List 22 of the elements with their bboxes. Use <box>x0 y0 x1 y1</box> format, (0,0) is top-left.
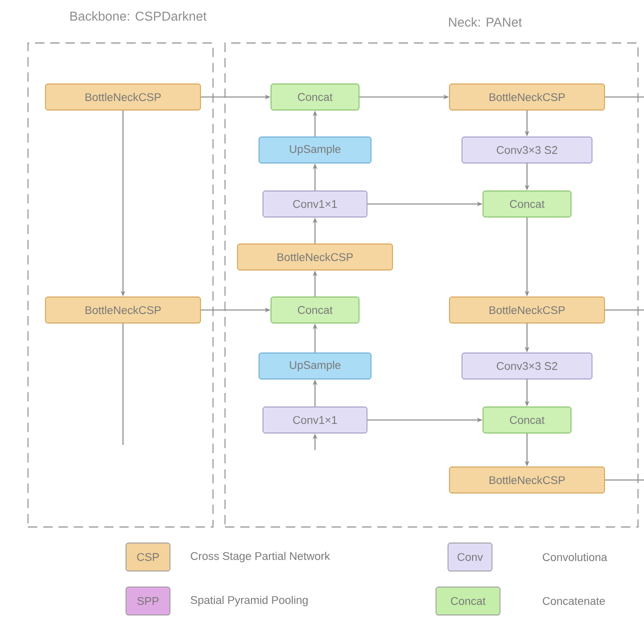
legend-text: Spatial Pyramid Pooling <box>190 596 308 606</box>
conv-block: Conv3×3 S2 <box>462 136 592 164</box>
csp-block: BottleNeckCSP <box>237 244 393 270</box>
csp-block: BottleNeckCSP <box>449 296 605 324</box>
legend-text: Convolutiona <box>542 552 608 562</box>
upsample-block: UpSample <box>258 352 372 380</box>
conv-block: Conv1×1 <box>262 406 368 434</box>
conv-block: Conv1×1 <box>262 190 368 218</box>
concat-block: Concat <box>270 84 360 110</box>
node-label: Backbone: CSPDarknet <box>70 11 207 21</box>
concat-block: Concat <box>482 406 572 434</box>
concat-block: Concat <box>270 296 360 324</box>
concat-block: Concat <box>482 190 572 218</box>
conv-block: Conv3×3 S2 <box>462 352 592 380</box>
csp-block: BottleNeckCSP <box>45 296 201 324</box>
csp-block: BottleNeckCSP <box>449 84 605 110</box>
upsample-block: UpSample <box>258 136 372 164</box>
node-label: Neck: PANet <box>449 17 522 27</box>
csp-block: BottleNeckCSP <box>45 84 201 110</box>
legend-text: Cross Stage Partial Network <box>190 552 330 562</box>
legend-text: Concatenate <box>542 597 605 605</box>
csp-block: BottleNeckCSP <box>449 466 605 494</box>
